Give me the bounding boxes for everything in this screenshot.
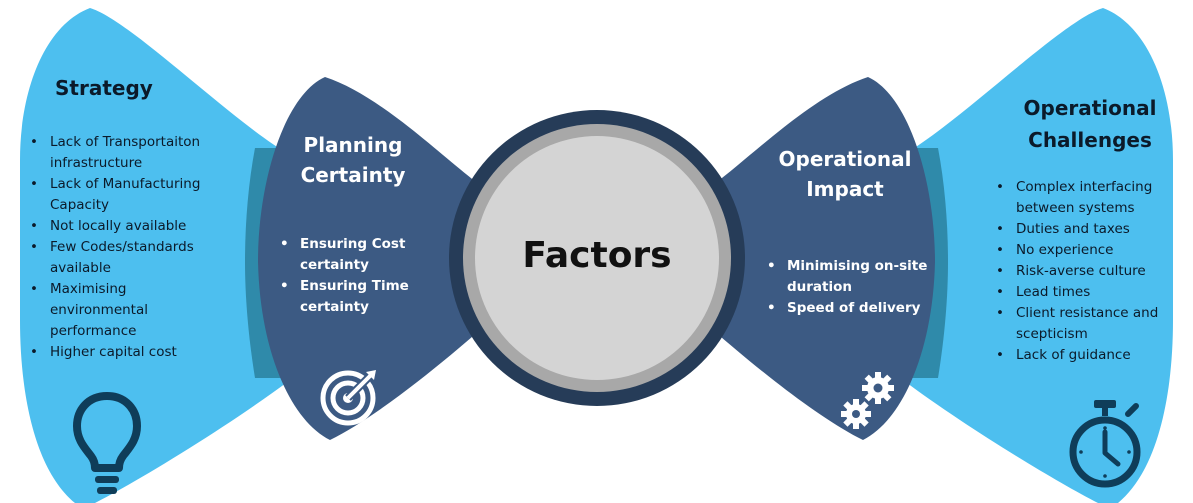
planning-bullets: Ensuring Cost certainty Ensuring Time ce… bbox=[278, 234, 428, 318]
stopwatch-icon bbox=[1069, 400, 1141, 488]
challenges-title: Operational Challenges bbox=[1023, 96, 1157, 152]
list-item: Lead times bbox=[994, 282, 1179, 303]
center-circle bbox=[475, 136, 719, 380]
center-title: Factors bbox=[522, 235, 672, 276]
target-icon bbox=[320, 370, 376, 426]
list-item: Speed of delivery bbox=[765, 298, 940, 319]
list-item: No experience bbox=[994, 240, 1179, 261]
list-item: Higher capital cost bbox=[28, 342, 228, 363]
list-item: Duties and taxes bbox=[994, 219, 1179, 240]
list-item: Risk-averse culture bbox=[994, 261, 1179, 282]
strategy-title: Strategy bbox=[55, 76, 153, 100]
gears-icon bbox=[841, 372, 894, 429]
strategy-bullets: Lack of Transportaiton infrastructure La… bbox=[28, 132, 228, 363]
list-item: Client resistance and scepticism bbox=[994, 303, 1179, 345]
list-item: Maximising environmental performance bbox=[28, 279, 228, 342]
challenges-bullets: Complex interfacing between systems Duti… bbox=[994, 177, 1179, 366]
list-item: Ensuring Time certainty bbox=[278, 276, 428, 318]
planning-title: Planning Certainty bbox=[300, 133, 406, 187]
lightbulb-icon bbox=[73, 392, 141, 494]
list-item: Ensuring Cost certainty bbox=[278, 234, 428, 276]
list-item: Minimising on-site duration bbox=[765, 256, 940, 298]
list-item: Lack of Transportaiton infrastructure bbox=[28, 132, 228, 174]
list-item: Few Codes/standards available bbox=[28, 237, 228, 279]
list-item: Not locally available bbox=[28, 216, 228, 237]
list-item: Complex interfacing between systems bbox=[994, 177, 1179, 219]
list-item: Lack of guidance bbox=[994, 345, 1179, 366]
list-item: Lack of Manufacturing Capacity bbox=[28, 174, 228, 216]
impact-bullets: Minimising on-site duration Speed of del… bbox=[765, 256, 940, 319]
impact-title: Operational Impact bbox=[778, 147, 912, 201]
